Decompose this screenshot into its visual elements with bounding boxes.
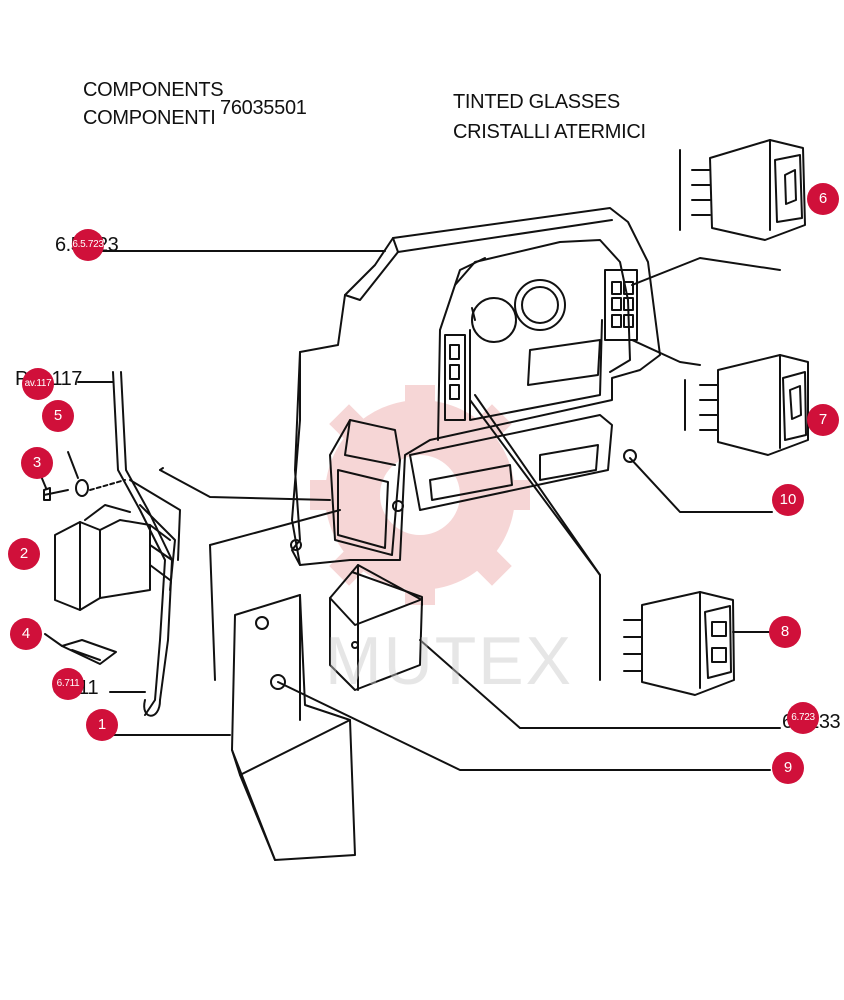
section-title-it: CRISTALLI ATERMICI	[453, 121, 646, 143]
callout-6[interactable]: 6	[807, 183, 839, 215]
gauge-left	[471, 297, 517, 343]
section-title-en: TINTED GLASSES	[453, 91, 620, 113]
watermark-text: MUTEX	[325, 623, 573, 699]
part-number: 76035501	[220, 97, 307, 119]
fuse-4	[61, 639, 117, 665]
callout-5[interactable]: 5	[42, 400, 74, 432]
callout-10[interactable]: 10	[772, 484, 804, 516]
header-components-it: COMPONENTI	[83, 107, 216, 129]
dashboard-housing	[291, 207, 661, 566]
washer-5	[75, 479, 89, 497]
connector-block-2	[54, 504, 151, 611]
screw-3	[43, 487, 69, 501]
ref-badge-tav[interactable]: av.117	[22, 368, 54, 400]
nut	[270, 674, 286, 690]
header-components-en: COMPONENTS	[83, 79, 224, 101]
callout-2[interactable]: 2	[8, 538, 40, 570]
callout-7[interactable]: 7	[807, 404, 839, 436]
leader-line-ref-right	[419, 639, 781, 729]
wire-harness	[112, 371, 166, 716]
ref-badge-bottom-right[interactable]: 6.723	[787, 702, 819, 734]
switch-panel-left	[444, 334, 466, 421]
rocker-switch-6	[691, 139, 806, 241]
leader-line-10	[629, 457, 773, 513]
gauge-right	[514, 279, 566, 331]
fuse-cover-9	[329, 564, 423, 691]
callout-8[interactable]: 8	[769, 616, 801, 648]
lower-console	[409, 414, 613, 511]
leader-line-switch-6	[631, 257, 781, 286]
callout-4[interactable]: 4	[10, 618, 42, 650]
callout-1[interactable]: 1	[86, 709, 118, 741]
ref-badge-top[interactable]: 6.5.723	[72, 229, 104, 261]
switch-panel-right	[604, 269, 638, 341]
callout-3[interactable]: 3	[21, 447, 53, 479]
leader-line-9	[277, 681, 771, 771]
rocker-switch-8	[623, 591, 735, 696]
ref-badge-bottom-left[interactable]: 6.711	[52, 668, 84, 700]
watermark-logo	[310, 385, 530, 605]
bracket-1	[231, 594, 356, 861]
rocker-switch-7	[699, 354, 809, 456]
callout-9[interactable]: 9	[772, 752, 804, 784]
